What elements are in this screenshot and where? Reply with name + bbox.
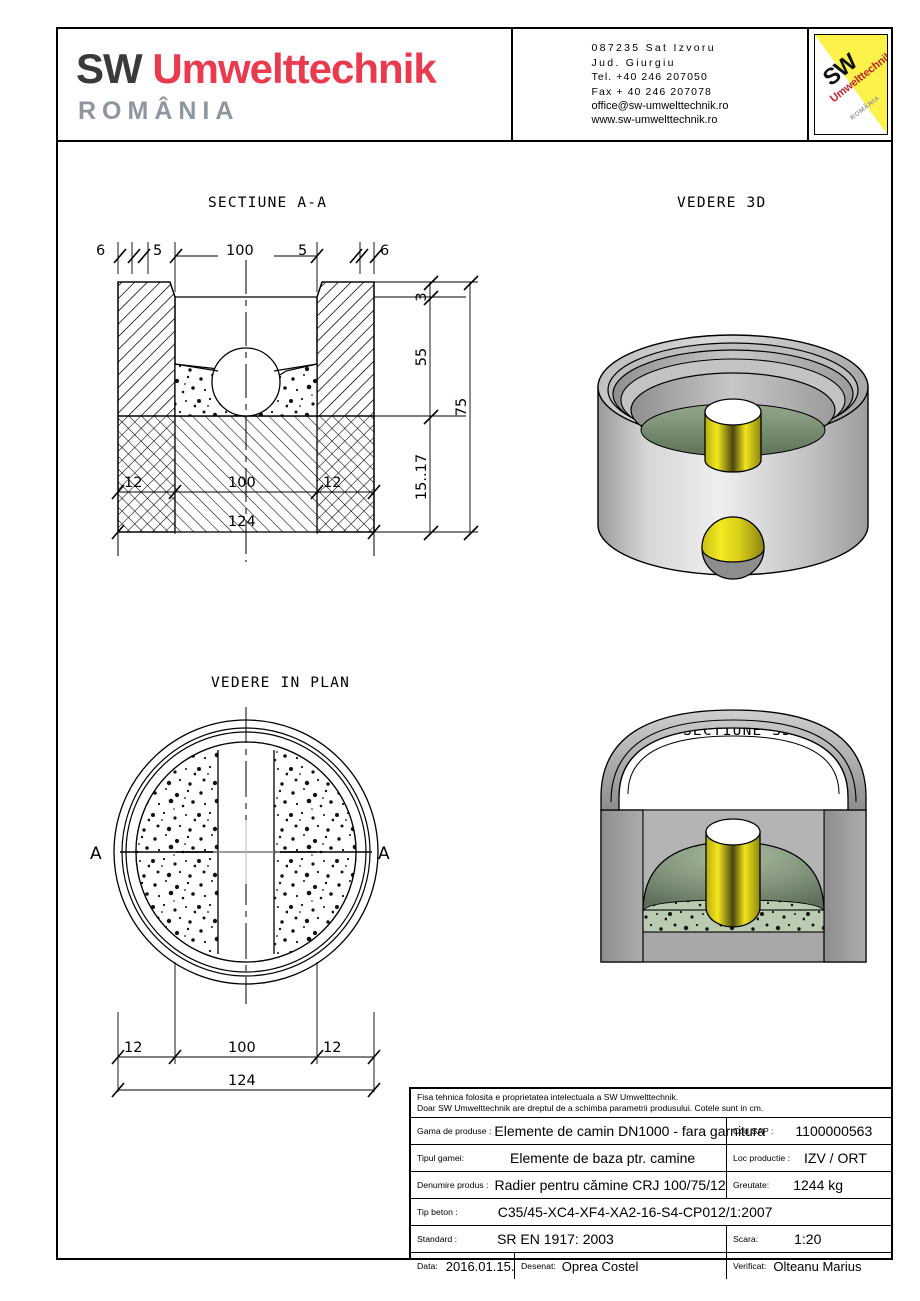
section-mark-a-left: A <box>90 844 102 864</box>
technical-drawing-svg: SECTIUNE A-A <box>90 195 869 1098</box>
value-desenat: Oprea Costel <box>561 1258 639 1274</box>
label-data: Data: <box>417 1261 438 1272</box>
value-cod-sap: 1100000563 <box>795 1123 873 1140</box>
view-plan: VEDERE IN PLAN <box>90 675 390 1098</box>
label-denumire-produs: Denumire produs : <box>417 1180 489 1191</box>
company-address-block: 087235 Sat Izvoru Jud. Giurgiu Tel. +40 … <box>513 29 809 140</box>
plan-geometry <box>113 707 379 1004</box>
section-aa-bottom-dimensions <box>111 442 381 556</box>
drawing-frame: SW Umwelttechnik ROMÂNIA 087235 Sat Izvo… <box>56 27 893 1280</box>
dim-right-15-17: 15..17 <box>414 454 430 500</box>
section-aa-top-dimensions <box>113 242 383 292</box>
address-line-4: Fax + 40 246 207078 <box>591 85 712 98</box>
value-greutate: 1244 kg <box>793 1177 844 1194</box>
address-website: www.sw-umwelttechnik.ro <box>591 114 718 127</box>
title-block-row-denumire: Denumire produs : Radier pentru cămine C… <box>411 1172 891 1200</box>
dim-right-3: 3 <box>414 292 430 301</box>
label-tip-beton: Tip beton : <box>417 1207 458 1218</box>
label-loc-productie: Loc productie : <box>733 1153 790 1164</box>
title-block: Fisa tehnica folosita e proprietatea int… <box>409 1087 893 1280</box>
logo-sw-text: SW <box>76 45 143 92</box>
value-scara: 1:20 <box>794 1231 822 1248</box>
dim-bottom-100: 100 <box>228 475 256 491</box>
label-cod-sap: Cod SAP : <box>733 1126 774 1137</box>
plan-title: VEDERE IN PLAN <box>211 675 350 691</box>
value-loc-productie: IZV / ORT <box>804 1150 867 1167</box>
title-block-row-tipul-gamei: Tipul gamei: Elemente de baza ptr. camin… <box>411 1145 891 1173</box>
title-block-row-gama: Gama de produse : Elemente de camin DN10… <box>411 1118 891 1146</box>
dim-top-6-left: 6 <box>96 243 105 259</box>
drawing-canvas: SECTIUNE A-A <box>58 142 893 1260</box>
view-section-aa: SECTIUNE A-A <box>96 195 479 562</box>
corner-logo-block: SW Umwelttechnik ROMÂNIA <box>809 29 893 140</box>
dim-right-75: 75 <box>454 398 470 416</box>
section-3d-geometry <box>600 709 867 963</box>
logo-country-text: ROMÂNIA <box>78 97 240 125</box>
label-tipul-gamei: Tipul gamei: <box>417 1153 464 1164</box>
plan-dim-12-left: 12 <box>124 1040 142 1056</box>
company-logo-block: SW Umwelttechnik ROMÂNIA <box>58 29 513 140</box>
yellow-logo-badge: SW Umwelttechnik ROMÂNIA <box>814 34 888 135</box>
label-scara: Scara: <box>733 1234 759 1245</box>
dim-bottom-124: 124 <box>228 514 256 530</box>
label-verificat: Verificat: <box>733 1261 767 1272</box>
label-greutate: Greutate: <box>733 1180 770 1191</box>
label-desenat: Desenat: <box>521 1261 556 1272</box>
logo-wordmark: SW Umwelttechnik <box>76 45 437 92</box>
address-line-1: 087235 Sat Izvoru <box>591 42 716 55</box>
address-line-3: Tel. +40 246 207050 <box>591 71 708 84</box>
view-3d: VEDERE 3D <box>597 195 869 580</box>
label-standard: Standard : <box>417 1234 458 1245</box>
dim-top-6-right: 6 <box>380 243 389 259</box>
plan-dim-12-right: 12 <box>323 1040 341 1056</box>
note-line-2: Doar SW Umwelttechnik are dreptul de a s… <box>417 1103 764 1114</box>
dim-bottom-12-left: 12 <box>124 475 142 491</box>
dim-top-5-left: 5 <box>153 243 162 259</box>
value-data: 2016.01.15. <box>445 1258 515 1274</box>
yellow-diagonal-shape <box>815 35 887 134</box>
dim-right-55: 55 <box>414 348 430 366</box>
dim-bottom-12-right: 12 <box>323 475 341 491</box>
view-section-3d: SECTIUNE 3D <box>600 709 867 963</box>
address-line-2: Jud. Giurgiu <box>591 56 676 69</box>
view-3d-geometry <box>597 334 869 580</box>
value-gama-de-produse: Elemente de camin DN1000 - fara garnitur… <box>494 1123 766 1140</box>
logo-umwelttechnik-text: Umwelttechnik <box>152 45 436 92</box>
view-3d-title: VEDERE 3D <box>677 195 766 211</box>
address-email: office@sw-umwelttechnik.ro <box>591 99 729 112</box>
note-line-1: Fisa tehnica folosita e proprietatea int… <box>417 1092 679 1102</box>
section-aa-geometry <box>117 260 375 562</box>
plan-dim-124: 124 <box>228 1073 256 1089</box>
value-tip-beton: C35/45-XC4-XF4-XA2-16-S4-CP012/1:2007 <box>497 1204 773 1221</box>
plan-bottom-dimensions <box>111 962 381 1098</box>
title-block-note-row: Fisa tehnica folosita e proprietatea int… <box>411 1089 891 1119</box>
plan-dim-100: 100 <box>228 1040 256 1056</box>
value-standard: SR EN 1917: 2003 <box>497 1231 614 1248</box>
label-gama-de-produse: Gama de produse : <box>417 1126 492 1137</box>
value-denumire-produs: Radier pentru cămine CRJ 100/75/12 <box>494 1177 726 1194</box>
value-verificat: Olteanu Marius <box>773 1258 862 1274</box>
title-block-row-signatures: Data: 2016.01.15. Desenat: Oprea Costel … <box>411 1253 891 1280</box>
sheet-header: SW Umwelttechnik ROMÂNIA 087235 Sat Izvo… <box>58 29 891 142</box>
title-block-row-beton: Tip beton : C35/45-XC4-XF4-XA2-16-S4-CP0… <box>411 1199 891 1227</box>
dim-top-5-right: 5 <box>298 243 307 259</box>
dim-top-100: 100 <box>226 243 254 259</box>
section-aa-right-dimensions <box>374 275 479 541</box>
section-mark-a-right: A <box>378 844 390 864</box>
title-block-row-standard: Standard : SR EN 1917: 2003 Scara: 1:20 <box>411 1226 891 1254</box>
section-aa-title: SECTIUNE A-A <box>208 195 327 211</box>
value-tipul-gamei: Elemente de baza ptr. camine <box>510 1150 696 1167</box>
